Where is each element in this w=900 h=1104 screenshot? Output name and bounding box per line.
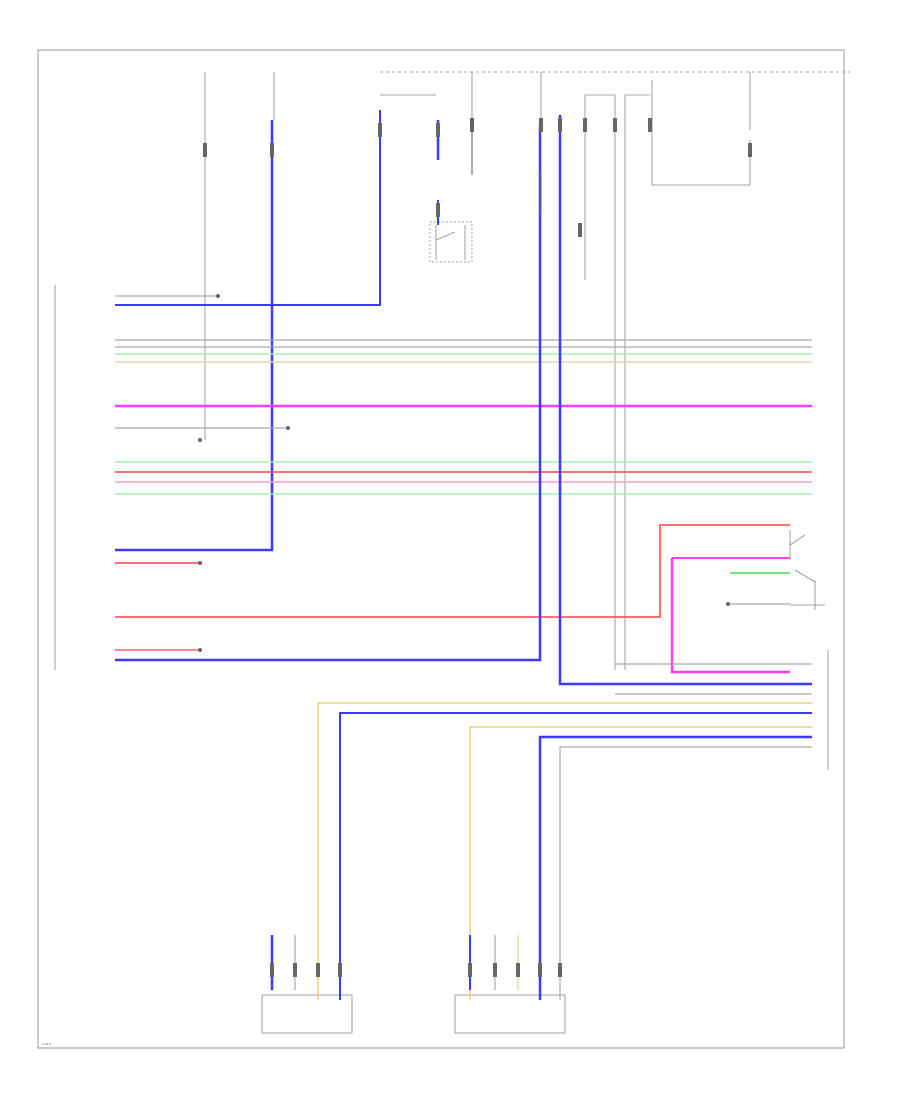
splice-dot	[216, 294, 220, 298]
seat-switch-symbol	[789, 530, 825, 610]
connector-pin	[203, 143, 207, 157]
wire-blue-1	[115, 110, 381, 306]
connector-pin	[378, 123, 382, 137]
connector-pin	[516, 963, 520, 977]
right-bottom-connector	[454, 994, 566, 1034]
connector-pin	[436, 203, 440, 217]
connector-pin	[558, 118, 562, 132]
splice-dot	[726, 602, 730, 606]
wire-blue-16	[115, 125, 542, 662]
connector-pin	[293, 963, 297, 977]
wire-red-14	[115, 524, 790, 618]
splice-dot	[286, 426, 290, 430]
connector-pin	[538, 963, 542, 977]
connector-pin	[338, 963, 342, 977]
wire-yellow-24	[317, 702, 812, 1000]
left-bottom-connector	[261, 994, 353, 1034]
connector-pin	[558, 963, 562, 977]
wire-gray-28	[559, 746, 812, 1000]
connector-pin	[613, 118, 617, 132]
diagram-frame	[37, 49, 845, 1049]
wire-blue-21	[558, 115, 812, 686]
splice-dot	[198, 438, 202, 442]
wire-magenta-17	[670, 558, 790, 674]
wires	[115, 110, 812, 1000]
connector-pin	[583, 118, 587, 132]
connector-pin	[578, 223, 582, 237]
connector-pin	[316, 963, 320, 977]
connector-pin	[436, 123, 440, 137]
wire-blue-25	[339, 712, 812, 1000]
connector-pin	[468, 963, 472, 977]
wire-blue-27	[538, 735, 812, 1000]
wire-yellow-26	[469, 726, 812, 1000]
connector-pin	[748, 143, 752, 157]
splice-dot	[198, 561, 202, 565]
splice-dot	[198, 648, 202, 652]
connector-pin	[539, 118, 543, 132]
connector-pin	[270, 963, 274, 977]
connector-pin	[270, 143, 274, 157]
connector-pins	[198, 118, 752, 977]
wire-blue-0	[115, 120, 274, 552]
page-number: 1 of 2	[42, 1042, 51, 1046]
connector-pin	[470, 118, 474, 132]
relay-switch-symbol	[429, 221, 473, 263]
connector-pin	[648, 118, 652, 132]
connector-pin	[493, 963, 497, 977]
top-power-sources	[204, 71, 850, 670]
